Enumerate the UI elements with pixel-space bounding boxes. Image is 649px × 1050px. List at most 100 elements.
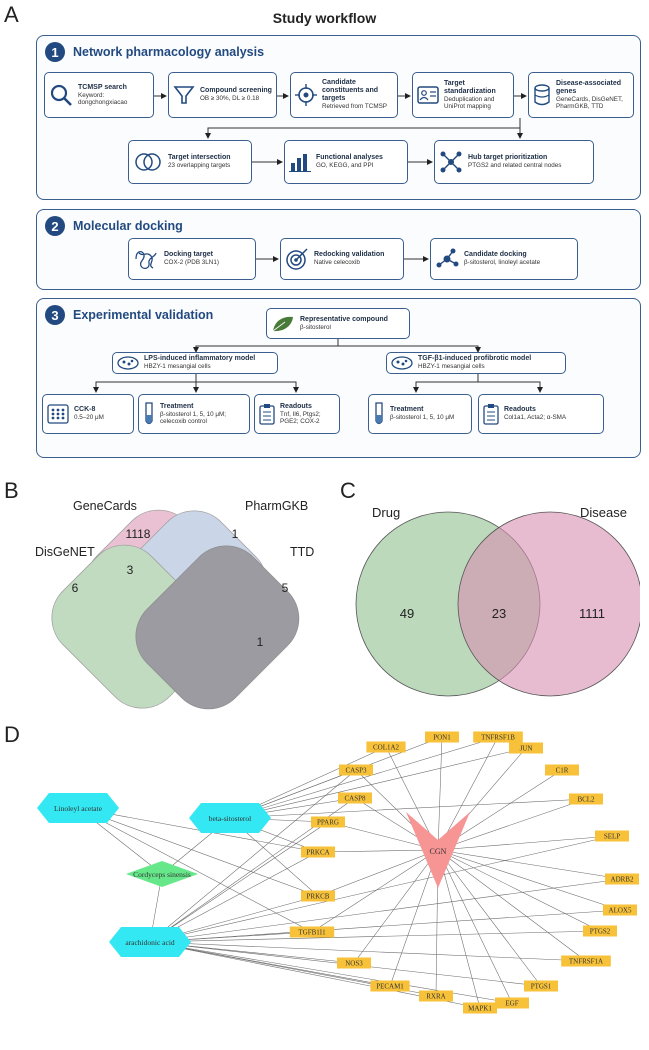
- edge-compound-target: [229, 798, 587, 819]
- herb-node-label: Cordyceps sinensis: [133, 870, 191, 879]
- compound-node-0: Linoleyl acetate: [37, 793, 119, 823]
- target-node-jun: JUN: [509, 742, 543, 754]
- target-node-nos3: NOS3: [337, 957, 371, 969]
- target-node-shape: [495, 997, 529, 1009]
- box-title: Compound screening: [200, 87, 272, 95]
- target-node-label: JUN: [520, 745, 533, 753]
- box-detail: Retrieved from TCMSP: [322, 103, 387, 111]
- box-detail: COX-2 (PDB 3LN1): [164, 259, 219, 267]
- edge-center-target: [353, 849, 439, 964]
- target-node-label: TNFRSF1A: [569, 958, 603, 966]
- venn2-set-disease: [457, 511, 640, 697]
- test-tube-icon: [373, 402, 385, 426]
- box-detail: PTGS2 and related central nodes: [468, 162, 562, 170]
- target-node-pecam1: PECAM1: [370, 980, 410, 992]
- target-node-shape: [339, 764, 373, 776]
- box-title: Readouts: [504, 406, 536, 414]
- venn4-label-genecards: GeneCards: [73, 499, 137, 513]
- box-title: Candidate constituents and targets: [322, 79, 379, 103]
- box-detail: Deduplication and UniProt mapping: [444, 95, 495, 111]
- box-title: Representative compound: [300, 315, 388, 323]
- target-node-label: C1R: [556, 767, 569, 775]
- target-node-adrb2: ADRB2: [605, 873, 639, 885]
- clipboard-icon: [483, 403, 499, 425]
- herb-node-shape: [126, 861, 198, 887]
- box-detail: 0.5–20 μM: [74, 414, 104, 422]
- target-node-shape: [425, 731, 459, 743]
- target-node-label: TGFB1I1: [298, 929, 326, 937]
- edge-center-target: [437, 849, 542, 987]
- target-node-label: NOS3: [345, 960, 363, 968]
- section-title: Molecular docking: [73, 219, 183, 233]
- edge-center-target: [437, 849, 481, 1009]
- bullseye-icon: [285, 247, 309, 271]
- box-detail: β-sitosterol: [300, 323, 331, 331]
- edge-center-target: [437, 835, 613, 851]
- target-node-prkcb: PRKCB: [301, 890, 335, 902]
- edge-compound-target: [149, 930, 601, 943]
- venn2-count-overlap: 23: [492, 606, 506, 621]
- box-title: TCMSP search: [78, 83, 127, 91]
- target-crosshair-icon: [295, 84, 317, 106]
- petri-dish-icon: [391, 356, 413, 370]
- compound-node-shape: [37, 793, 119, 823]
- well-plate-icon: [47, 404, 69, 424]
- box-detail: β-sitosterol, linoleyl acetate: [464, 259, 541, 267]
- panel-label-b: B: [4, 478, 19, 503]
- target-node-shape: [605, 873, 639, 885]
- target-node-shape: [338, 792, 372, 804]
- compound-node-2: arachidonic acid: [109, 927, 191, 957]
- box-title: Redocking validation: [314, 251, 385, 259]
- compound-node-1: beta-sitosterol: [189, 803, 271, 833]
- target-node-label: RXRA: [426, 993, 445, 1001]
- venn4-set-ttd: [135, 545, 300, 710]
- box-detail: Keyword: dongchongxiacao: [78, 91, 128, 107]
- target-node-label: PRKCA: [306, 849, 329, 857]
- center-node-shape: [406, 812, 470, 888]
- box-title: Target standardization: [444, 79, 496, 95]
- target-node-shape: [370, 980, 410, 992]
- compound-node-label: Linoleyl acetate: [54, 804, 103, 813]
- edge-compound-target: [77, 807, 319, 897]
- edge-center-target: [437, 849, 623, 880]
- center-node: CGN: [406, 812, 470, 888]
- target-node-label: PON1: [433, 734, 451, 742]
- target-node-label: PECAM1: [376, 983, 404, 991]
- target-node-label: TNFRSF1B: [481, 734, 515, 742]
- workflow-title: Study workflow: [272, 10, 377, 26]
- edge-center-target: [437, 736, 499, 851]
- target-node-mapk1: MAPK1: [463, 1002, 497, 1014]
- compound-node-shape: [109, 927, 191, 957]
- target-node-label: MAPK1: [468, 1005, 492, 1013]
- center-node-label: CGN: [430, 847, 447, 856]
- box-title: Candidate docking: [464, 251, 527, 259]
- target-node-tgfb1i1: TGFB1I1: [289, 926, 335, 938]
- id-card-icon: [417, 85, 439, 105]
- venn4-label-ttd: TTD: [290, 545, 314, 559]
- target-node-shape: [337, 957, 371, 969]
- target-node-shape: [366, 741, 406, 753]
- target-node-ptgs2: PTGS2: [583, 925, 617, 937]
- target-node-label: EGF: [505, 1000, 518, 1008]
- target-node-casp8: CASP8: [338, 792, 372, 804]
- target-node-tnfrsf1a: TNFRSF1A: [561, 955, 611, 967]
- target-node-label: ADRB2: [611, 876, 634, 884]
- venn4-count-ttd-only: 5: [282, 581, 289, 595]
- target-node-label: PPARG: [317, 819, 339, 827]
- target-node-shape: [473, 731, 523, 743]
- venn4-label-pharmgkb: PharmGKB: [245, 499, 308, 513]
- target-node-shape: [561, 955, 611, 967]
- protein-icon: [133, 247, 159, 271]
- target-node-c1r: C1R: [545, 764, 579, 776]
